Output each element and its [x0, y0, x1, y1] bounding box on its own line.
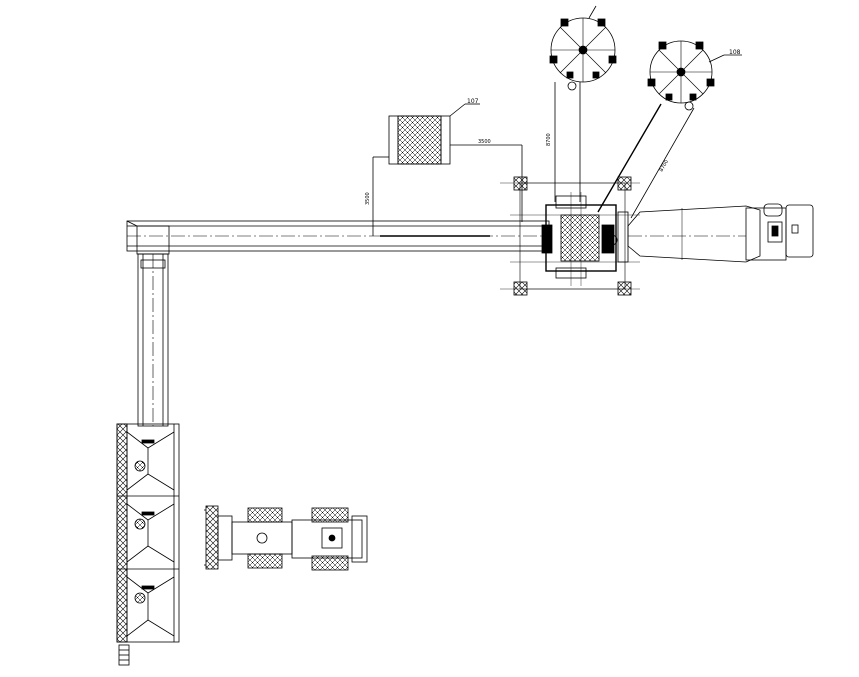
- silo-a-leader: [588, 5, 597, 19]
- aggregate-batcher: [116, 423, 180, 666]
- batcher-side-rail: [116, 423, 128, 643]
- column-br: [617, 281, 632, 296]
- mixer-motor-right: [601, 224, 615, 254]
- batcher-bin-2: [126, 503, 175, 563]
- truck-rear-frame: [617, 211, 629, 263]
- truck-cab-window: [791, 224, 799, 234]
- tank-dim-vertical-text: 3500: [365, 192, 371, 205]
- loader-wheel-rear-top: [311, 507, 349, 523]
- loader-wheel-front-bottom: [247, 553, 283, 569]
- tank-leader: [449, 103, 466, 117]
- column-tl: [513, 176, 528, 191]
- admixture-tank: 107 3500 3500: [365, 98, 523, 236]
- silo-b-leader: [708, 54, 725, 63]
- loader-front-body: [231, 521, 293, 555]
- belt-conveyor-horizontal: [126, 220, 550, 255]
- tank-mesh: [397, 115, 442, 165]
- silo-a-screw-inlet: [567, 81, 577, 91]
- batcher-bin-3: [126, 576, 175, 637]
- mixer-motor-left: [541, 224, 553, 254]
- cement-silo-a: 8700: [546, 5, 617, 202]
- conveyor-transfer-head: [136, 225, 170, 255]
- tank-label: 107: [467, 98, 479, 105]
- truck-tank: [763, 203, 783, 217]
- belt-conveyor-vertical: [137, 253, 169, 427]
- silo-b-spokes: [650, 41, 712, 103]
- truck-cab: [785, 204, 814, 258]
- loader-arm: [217, 515, 233, 561]
- loader-wheel-rear-bottom: [311, 555, 349, 571]
- column-bl: [513, 281, 528, 296]
- silo-a-legs: [549, 18, 617, 79]
- loader-rear-body: [291, 519, 363, 559]
- tank-dim-horizontal-text: 3500: [478, 139, 491, 145]
- wheel-loader: [204, 505, 368, 571]
- truck-drum: [627, 205, 761, 263]
- cement-silo-b: 108 8700: [597, 40, 742, 219]
- silo-b-label: 108: [729, 49, 741, 56]
- silo-a-spokes: [551, 18, 615, 82]
- silo-b-screw-inlet: [684, 101, 694, 111]
- silo-b-dim-text: 8700: [659, 159, 671, 173]
- silo-b-dim-line: [630, 107, 695, 219]
- silo-b-screw-conveyor: [597, 103, 662, 213]
- silo-a-dim-text: 8700: [546, 133, 552, 146]
- mixing-station: [500, 176, 640, 296]
- truck-engine: [767, 221, 783, 243]
- silo-b-legs: [647, 41, 715, 101]
- batcher-bin-1: [126, 431, 175, 491]
- column-tr: [617, 176, 632, 191]
- truck-mixer: [617, 203, 814, 263]
- loader-bucket: [205, 505, 219, 570]
- loader-counterweight: [351, 515, 368, 563]
- mixer-drum: [560, 214, 600, 262]
- loader-wheel-front-top: [247, 507, 283, 523]
- loader-cab: [321, 527, 343, 549]
